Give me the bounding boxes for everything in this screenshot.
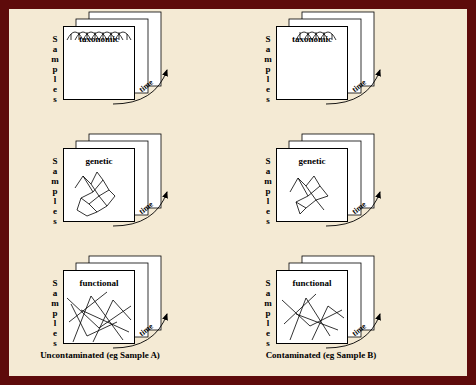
column-caption: Uncontaminated (eg Sample A): [40, 350, 160, 360]
page-title: genetic: [64, 156, 134, 166]
data-page: functional: [276, 270, 348, 344]
axis-label: time: [350, 322, 367, 338]
axis-label: Samples: [263, 34, 272, 104]
data-page: functional: [63, 270, 135, 344]
axis-label: Samples: [50, 34, 59, 104]
axis-label: time: [137, 200, 154, 216]
axis-label: time: [137, 322, 154, 338]
axis-label: Samples: [263, 278, 272, 348]
page-title: taxonomic: [64, 34, 134, 44]
data-page: genetic: [276, 148, 348, 222]
axis-label: Samples: [50, 156, 59, 226]
axis-label: Samples: [263, 156, 272, 226]
taxonomic-tree: [296, 32, 336, 40]
genetic-network: [290, 176, 328, 214]
data-page: taxonomic: [276, 26, 348, 100]
axis-label: Samples: [50, 278, 59, 348]
page-title: taxonomic: [277, 34, 347, 44]
page-title: functional: [64, 278, 134, 288]
axis-label: time: [137, 78, 154, 94]
functional-network: [282, 294, 344, 340]
functional-network: [67, 292, 131, 342]
page-title: genetic: [277, 156, 347, 166]
genetic-network: [75, 172, 115, 216]
data-page: genetic: [63, 148, 135, 222]
data-page: taxonomic: [63, 26, 135, 100]
taxonomic-tree: [67, 32, 131, 40]
axis-label: time: [350, 78, 367, 94]
column-caption: Contaminated (eg Sample B): [266, 350, 377, 360]
axis-label: time: [350, 200, 367, 216]
page-title: functional: [277, 278, 347, 288]
